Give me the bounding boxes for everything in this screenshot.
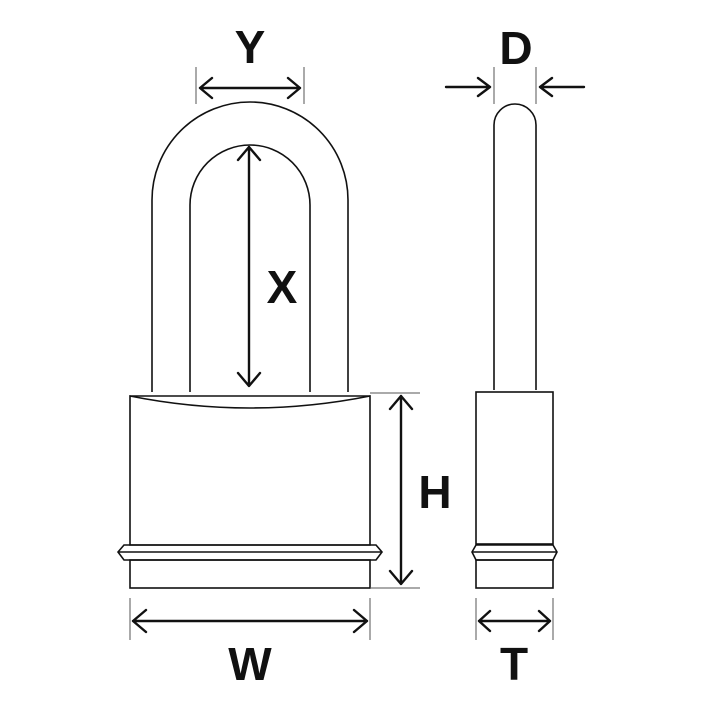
lock-base-side [475, 559, 554, 589]
dimension-h-arrow [388, 394, 414, 586]
lock-body-front [129, 395, 371, 546]
padlock-side-view [471, 103, 558, 589]
dimension-d: D [444, 22, 586, 104]
shackle-side [493, 103, 537, 390]
dimension-y: Y [195, 21, 305, 104]
dimension-w: W [129, 598, 371, 690]
dimension-w-arrow [131, 608, 369, 634]
dimension-x-arrow [236, 145, 262, 388]
dimension-h-label: H [418, 466, 451, 518]
dimension-h: H [370, 392, 452, 589]
dimension-x-label: X [267, 261, 298, 313]
dimension-d-arrows [444, 76, 586, 98]
lock-body-side [475, 391, 554, 545]
padlock-front-view [116, 101, 384, 589]
dimension-t-label: T [500, 638, 528, 690]
shackle-front [151, 101, 349, 392]
dimension-y-label: Y [235, 21, 266, 73]
dimension-t-arrow [477, 609, 552, 633]
dimension-t: T [475, 598, 554, 690]
lock-base-front [129, 559, 371, 589]
dimension-d-label: D [499, 22, 532, 74]
dimension-w-label: W [228, 638, 272, 690]
dimension-y-arrow [198, 76, 302, 100]
dimension-x: X [236, 145, 298, 388]
